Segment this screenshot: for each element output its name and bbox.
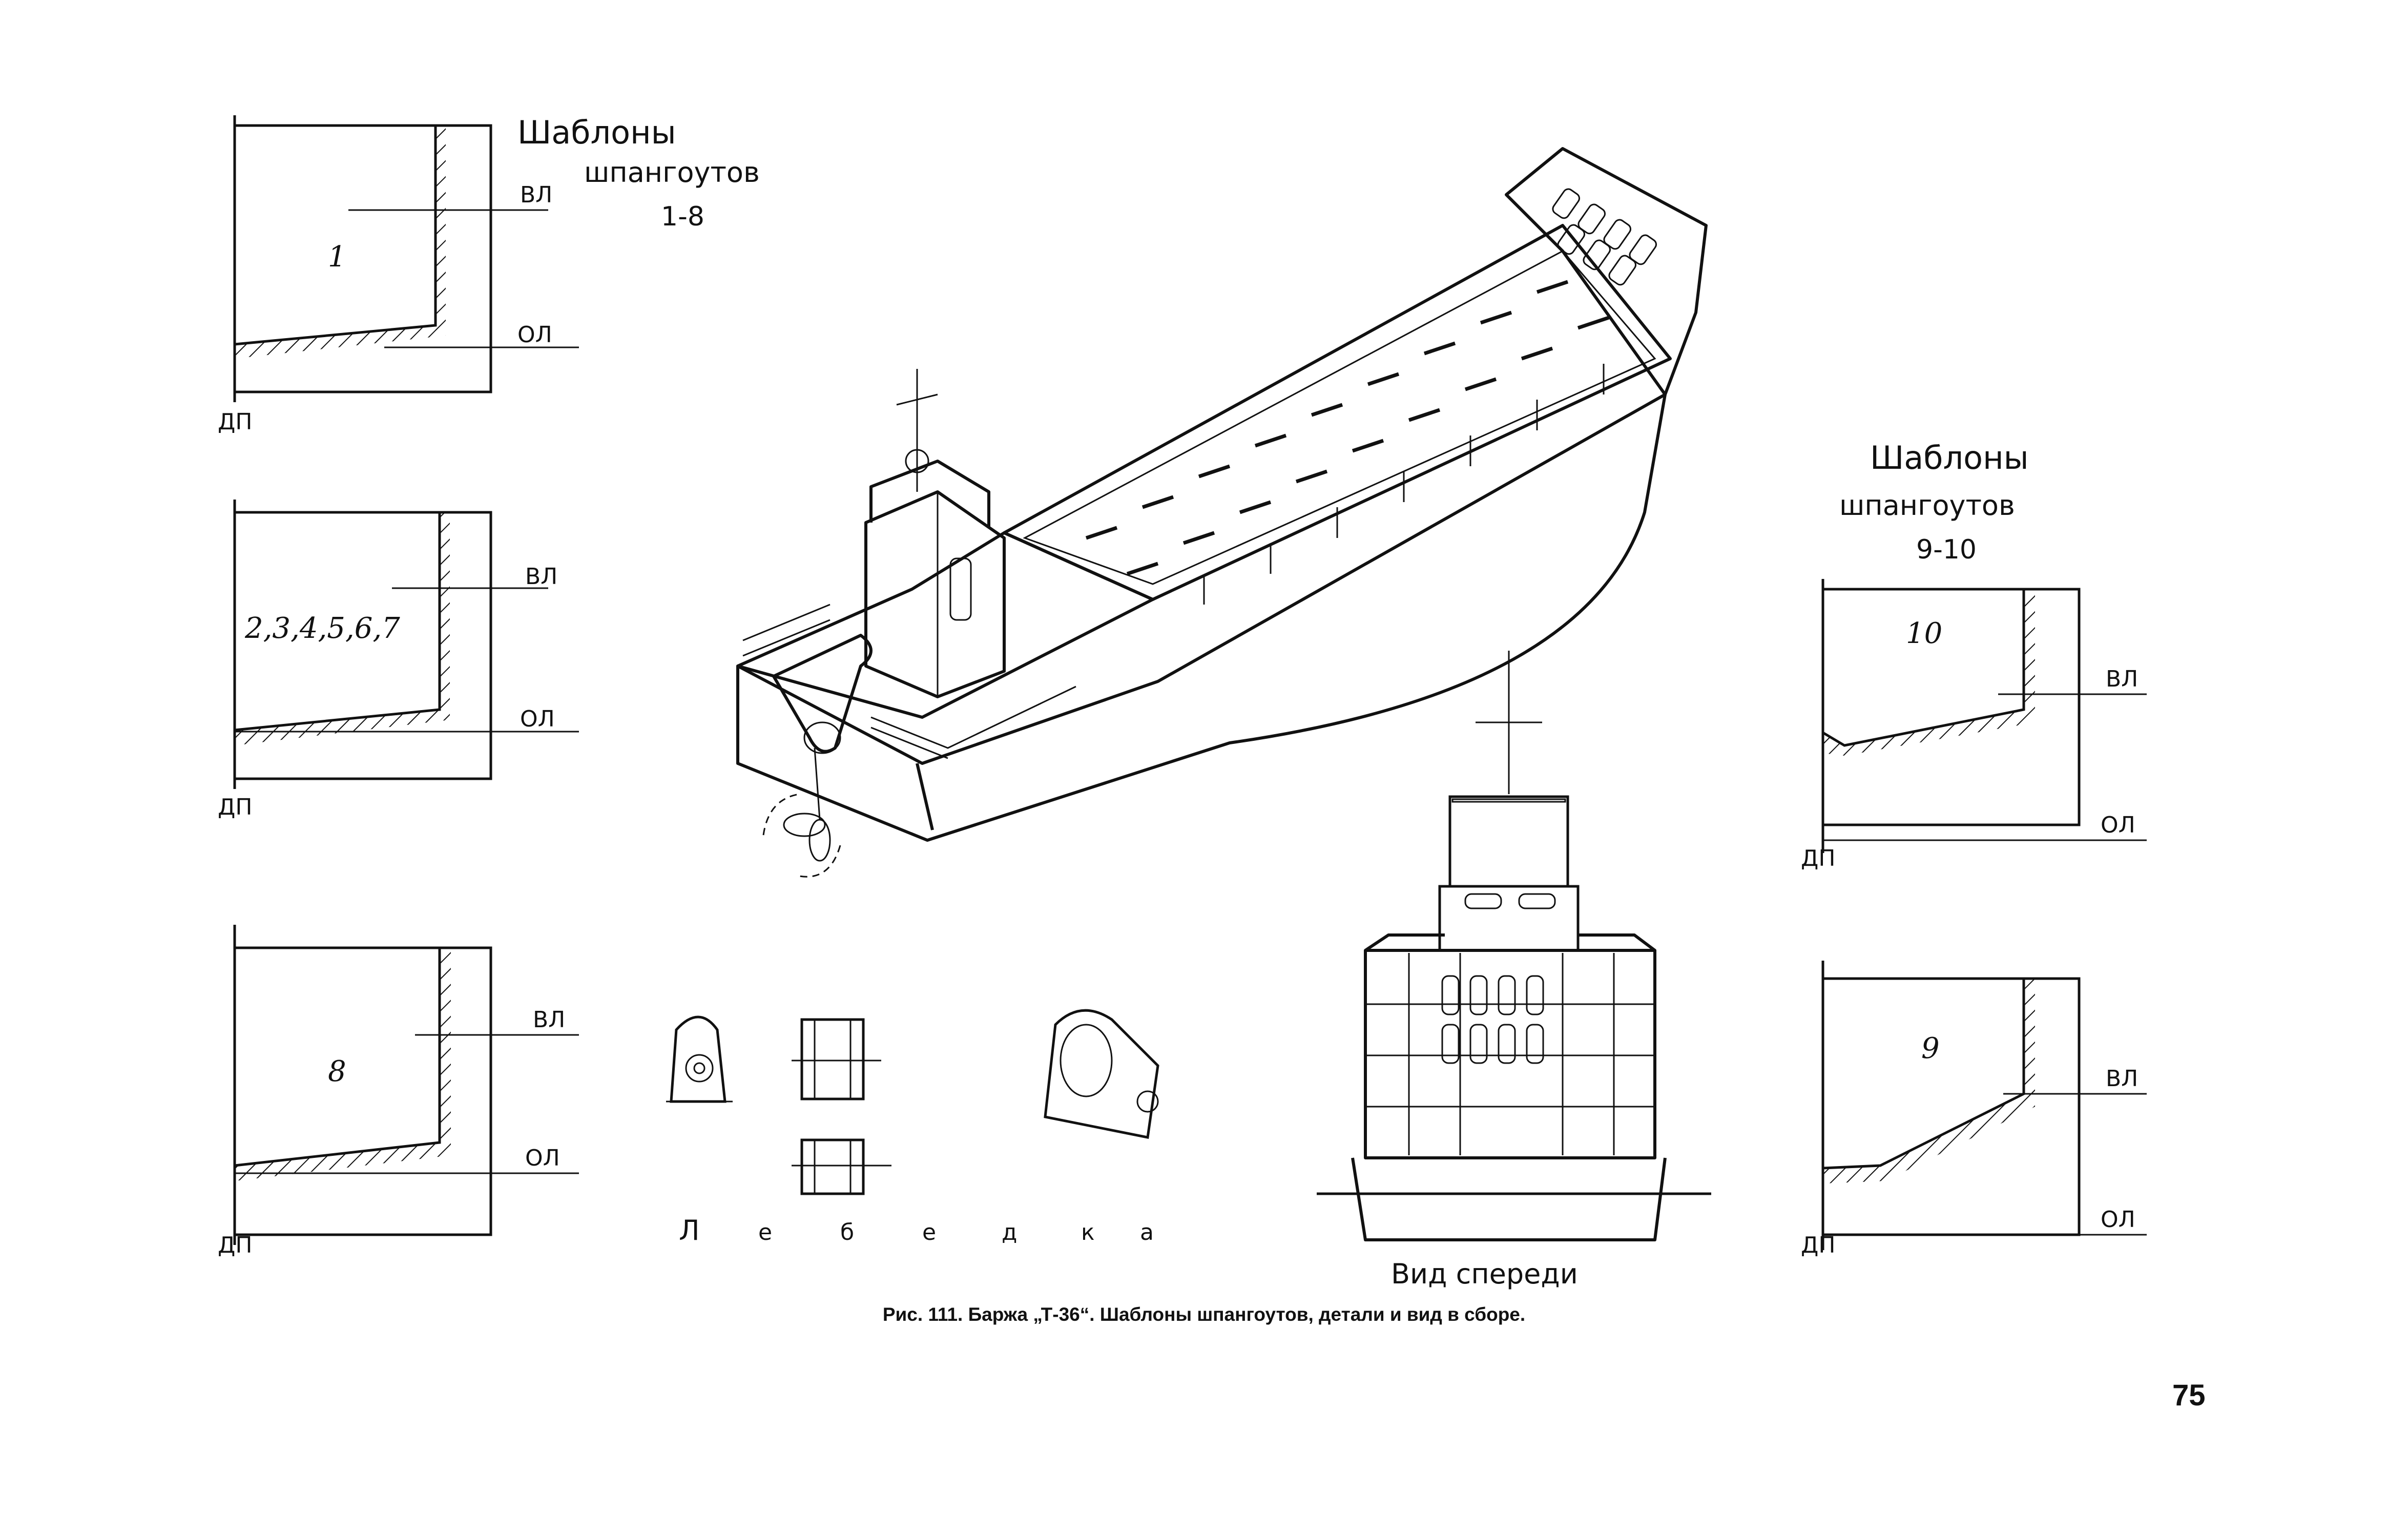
frame-10-vl: ВЛ — [2106, 666, 2138, 692]
templates-right-title-line3: 9-10 — [1916, 534, 1977, 565]
frame-template-10: 10 ВЛ ОЛ ДП — [1801, 579, 2147, 871]
frame-template-9: 9 ВЛ ОЛ ДП — [1801, 961, 2147, 1258]
frame-template-8: 8 ВЛ ОЛ ДП — [218, 925, 579, 1258]
frame-10-ol: ОЛ — [2101, 812, 2135, 838]
winch-label-letter-7: а — [1140, 1219, 1154, 1245]
frame-8-ol: ОЛ — [525, 1145, 560, 1171]
frame-1-dp: ДП — [218, 409, 252, 435]
templates-left-title-line2: шпангоутов — [584, 156, 760, 189]
frame-2-7-ol: ОЛ — [520, 706, 555, 732]
templates-left-title-line3: 1-8 — [661, 201, 704, 232]
figure-caption: Рис. 111. Баржа „Т-36“. Шаблоны шпангоут… — [882, 1304, 1526, 1325]
deck-slats — [1085, 280, 1610, 576]
frame-8-dp: ДП — [218, 1232, 252, 1258]
winch-label-letter-5: д — [1002, 1219, 1017, 1245]
barge-perspective-view — [736, 147, 1708, 878]
winch-label-letter-1: Л — [679, 1214, 700, 1247]
frame-9-vl: ВЛ — [2106, 1066, 2138, 1092]
frame-8-number: 8 — [328, 1055, 346, 1088]
templates-right-title-line2: шпангоутов — [1839, 489, 2015, 522]
winch-label: Л е б е д к а — [679, 1214, 1154, 1247]
bow-ramp-windows — [1552, 188, 1657, 286]
stern-railing — [742, 604, 1076, 759]
propeller — [762, 747, 841, 878]
frame-1-number: 1 — [328, 240, 346, 274]
winch-label-letter-4: е — [922, 1219, 936, 1245]
frame-template-2-7: 2,3,4,5,6,7 ВЛ ОЛ ДП — [218, 500, 579, 820]
frame-template-1: 1 ВЛ ОЛ ДП — [218, 115, 579, 435]
wheelhouse-door — [949, 557, 972, 621]
frame-2-7-number: 2,3,4,5,6,7 — [244, 612, 400, 645]
winch-label-letter-2: е — [758, 1219, 772, 1245]
frame-9-ol: ОЛ — [2101, 1207, 2135, 1233]
frame-2-7-vl: ВЛ — [525, 564, 557, 590]
winch-label-letter-6: к — [1081, 1219, 1095, 1245]
page-number: 75 — [2172, 1379, 2206, 1412]
frame-1-ol: ОЛ — [517, 322, 552, 348]
frame-10-number: 10 — [1906, 617, 1942, 650]
frame-2-7-dp: ДП — [218, 794, 252, 820]
frame-9-dp: ДП — [1801, 1232, 1835, 1258]
frame-9-number: 9 — [1921, 1032, 1940, 1065]
frame-10-dp: ДП — [1801, 845, 1835, 871]
front-ramp-frames — [1365, 953, 1655, 1155]
front-view: Вид спереди — [1317, 651, 1711, 1290]
frame-8-vl: ВЛ — [533, 1007, 565, 1033]
front-view-label: Вид спереди — [1391, 1258, 1578, 1290]
templates-right-title-line1: Шаблоны — [1870, 439, 2029, 476]
frame-1-vl: ВЛ — [520, 182, 552, 208]
winch-details — [666, 1009, 1159, 1195]
side-stanchions — [1203, 364, 1605, 605]
templates-left-title-line1: Шаблоны — [517, 114, 676, 151]
front-ramp-windows — [1441, 975, 1544, 1064]
winch-label-letter-3: б — [840, 1219, 854, 1245]
